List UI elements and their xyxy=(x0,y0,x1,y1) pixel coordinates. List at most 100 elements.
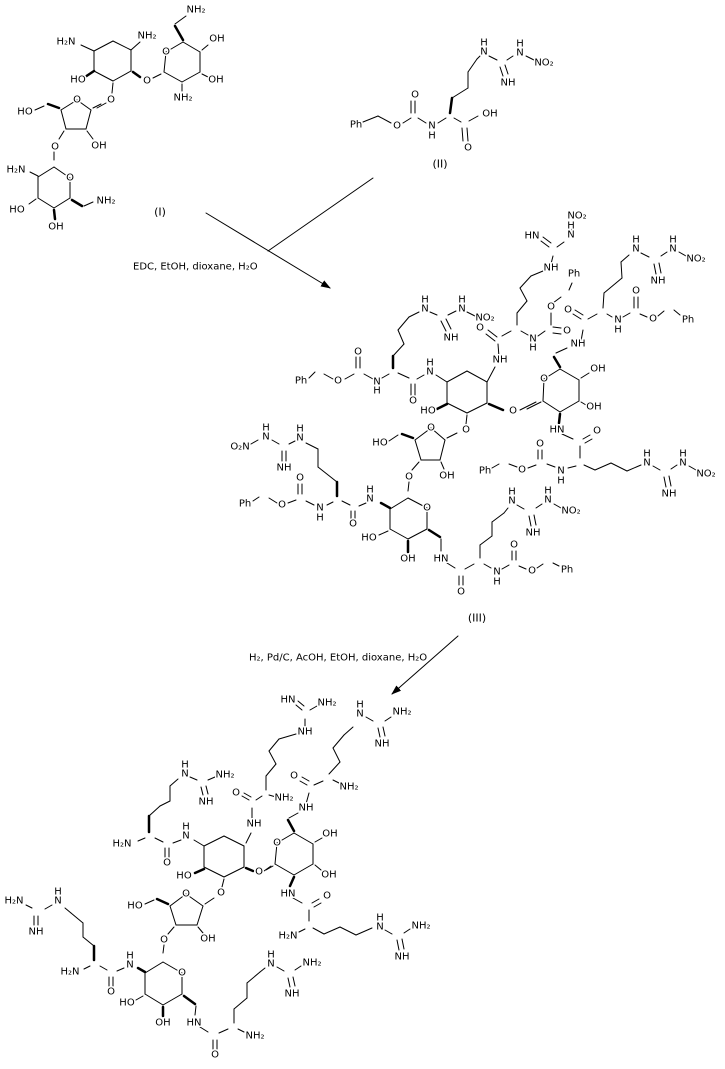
bond xyxy=(244,866,255,873)
bond xyxy=(131,70,142,79)
bond xyxy=(396,939,400,951)
atom-label: Ph xyxy=(295,376,307,387)
bond xyxy=(174,15,187,25)
atom-label: NH₂ xyxy=(274,793,293,804)
bond xyxy=(440,461,445,470)
bond xyxy=(250,439,259,445)
bond xyxy=(197,926,204,934)
bond xyxy=(358,502,367,507)
bond xyxy=(34,105,45,111)
bond xyxy=(491,512,505,523)
bond xyxy=(658,262,662,274)
atom-label: Ph xyxy=(682,315,694,326)
atom-label: H xyxy=(54,887,62,898)
bond xyxy=(363,373,374,380)
bond xyxy=(561,433,574,440)
atom-label: N xyxy=(458,304,465,315)
bond xyxy=(328,761,341,775)
atom-label: NH₂ xyxy=(392,707,411,718)
bond xyxy=(584,438,593,444)
atom-label: H xyxy=(632,235,640,246)
bond xyxy=(233,997,248,1010)
atom-label: H xyxy=(426,358,434,369)
bond xyxy=(201,73,209,78)
bond xyxy=(414,439,422,461)
bond xyxy=(553,503,562,509)
bond xyxy=(550,255,554,265)
atom-label: O₂N xyxy=(230,442,249,453)
bond xyxy=(572,313,582,320)
bond xyxy=(205,785,209,795)
atom-label: NH xyxy=(544,263,559,274)
atom-label: NO₂ xyxy=(475,313,494,324)
bond xyxy=(580,372,590,379)
atom-label: O xyxy=(273,838,281,849)
bond xyxy=(76,99,92,111)
bond xyxy=(182,41,201,53)
bond xyxy=(293,863,314,876)
atom-label: NH xyxy=(29,927,44,938)
bond xyxy=(552,355,562,369)
bond xyxy=(268,794,277,798)
atom-label: N xyxy=(126,960,133,971)
atom-label: N xyxy=(373,377,380,388)
atom-label: O xyxy=(107,95,115,106)
bond xyxy=(626,464,642,472)
bond xyxy=(317,466,338,483)
bond xyxy=(411,461,420,471)
bond xyxy=(268,497,278,504)
bond xyxy=(389,528,409,540)
atom-label: Ph xyxy=(479,466,491,477)
atom-label: NH xyxy=(501,78,516,89)
atom-label: H xyxy=(421,295,429,306)
atom-label: O xyxy=(409,396,417,407)
atom-label: H xyxy=(296,424,304,435)
bond xyxy=(287,977,291,988)
atom-label: O xyxy=(423,503,431,514)
bond xyxy=(154,837,164,843)
bond xyxy=(169,778,179,787)
bond xyxy=(323,926,341,935)
bond xyxy=(332,747,341,763)
atom-label: N xyxy=(356,709,363,720)
bond xyxy=(483,563,492,569)
atom-label: NO₂ xyxy=(534,58,553,69)
bond xyxy=(535,503,543,509)
atom-label: N xyxy=(296,433,303,444)
bond xyxy=(445,318,452,330)
atom-label: O xyxy=(528,566,536,577)
bond xyxy=(660,251,668,257)
bond xyxy=(504,64,509,75)
bond xyxy=(292,897,303,904)
bond xyxy=(574,309,584,316)
atom-label: NH₂ xyxy=(173,93,192,104)
bond xyxy=(60,109,67,130)
bond xyxy=(516,300,528,314)
bond xyxy=(622,312,631,318)
bond xyxy=(606,313,613,318)
atom-label: H xyxy=(544,486,552,497)
atom-label: NH₂ xyxy=(411,921,430,932)
bond xyxy=(435,402,449,411)
bond xyxy=(298,928,306,933)
atom-label: H xyxy=(428,131,436,142)
atom-label: OH xyxy=(48,222,63,233)
atom-label: H xyxy=(567,221,575,232)
atom-label: Ph xyxy=(350,120,362,131)
bond xyxy=(466,127,469,142)
atom-label: OH xyxy=(400,554,415,565)
bond xyxy=(241,795,250,801)
bond xyxy=(155,897,170,906)
atom-label: H xyxy=(614,325,622,336)
bond xyxy=(389,497,409,510)
bond xyxy=(497,343,500,358)
atom-label: NH xyxy=(571,339,586,350)
bond xyxy=(546,463,556,468)
atom-label: NO₂ xyxy=(561,506,580,517)
bond xyxy=(341,500,351,506)
bond xyxy=(355,927,373,936)
bond xyxy=(559,400,580,413)
bond xyxy=(552,332,562,335)
atom-label: O xyxy=(73,95,81,106)
bond xyxy=(252,496,260,502)
